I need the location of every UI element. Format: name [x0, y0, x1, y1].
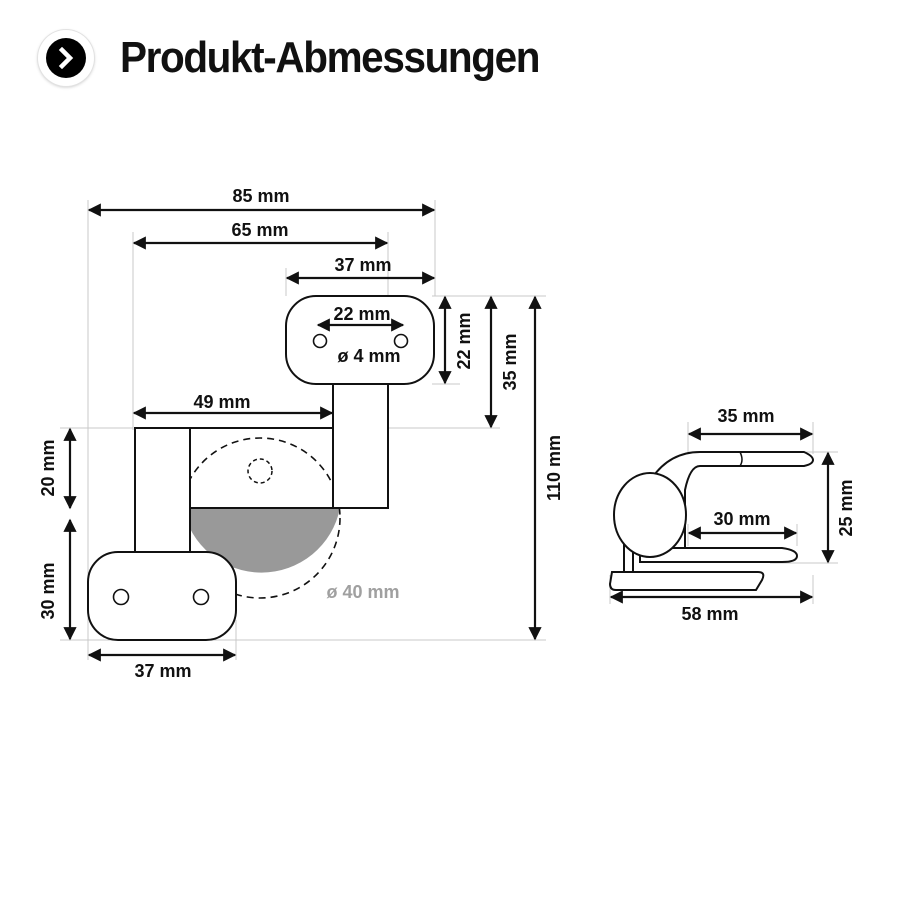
chevron-right-circle-icon [38, 30, 94, 86]
top-plate-hole-right [393, 333, 409, 349]
bottom-plate-hole-left [112, 588, 130, 606]
dim-lower-offset: 49 mm [193, 392, 250, 412]
dim-arm-width: 65 mm [231, 220, 288, 240]
wheel-outline [179, 437, 341, 599]
side-body-seam [739, 451, 743, 467]
dimension-arrows [63, 203, 542, 662]
side-wheel [613, 472, 687, 558]
left-column [134, 427, 191, 553]
dim-hole-diameter: ø 4 mm [337, 346, 400, 366]
bottom-mounting-plate [87, 551, 237, 641]
header: Produkt-Abmessungen [38, 28, 576, 88]
dim-overall-height: 110 mm [544, 435, 564, 501]
dim-side-base-length: 58 mm [681, 604, 738, 624]
side-lower-arm [639, 547, 799, 563]
dim-top-plate-width: 37 mm [334, 255, 391, 275]
vertical-arm [332, 383, 389, 509]
dim-lower-height: 20 mm [38, 439, 58, 496]
housing [190, 427, 334, 509]
dim-top-plate-height: 22 mm [454, 312, 474, 369]
dim-hole-spacing: 22 mm [333, 304, 390, 324]
side-view: 35 mm 30 mm 58 mm 25 mm [608, 406, 856, 624]
dim-top-to-lower: 35 mm [500, 333, 520, 390]
dim-side-height: 25 mm [836, 479, 856, 536]
dim-bottom-plate-width: 37 mm [134, 661, 191, 681]
dim-bottom-plate-height: 30 mm [38, 562, 58, 619]
bottom-plate-hole-right [192, 588, 210, 606]
dim-side-top-length: 35 mm [717, 406, 774, 426]
front-view: 85 mm 65 mm 37 mm 22 mm ø 4 mm 49 mm ø 4… [38, 186, 564, 681]
dim-side-lower-length: 30 mm [713, 509, 770, 529]
side-dimension-arrows [609, 427, 835, 604]
top-plate-hole-left [312, 333, 328, 349]
axle-hole [247, 458, 273, 484]
side-base-plate [608, 571, 765, 591]
dim-overall-width: 85 mm [232, 186, 289, 206]
page-title: Produkt-Abmessungen [120, 33, 540, 82]
dim-wheel-diameter: ø 40 mm [326, 582, 399, 602]
